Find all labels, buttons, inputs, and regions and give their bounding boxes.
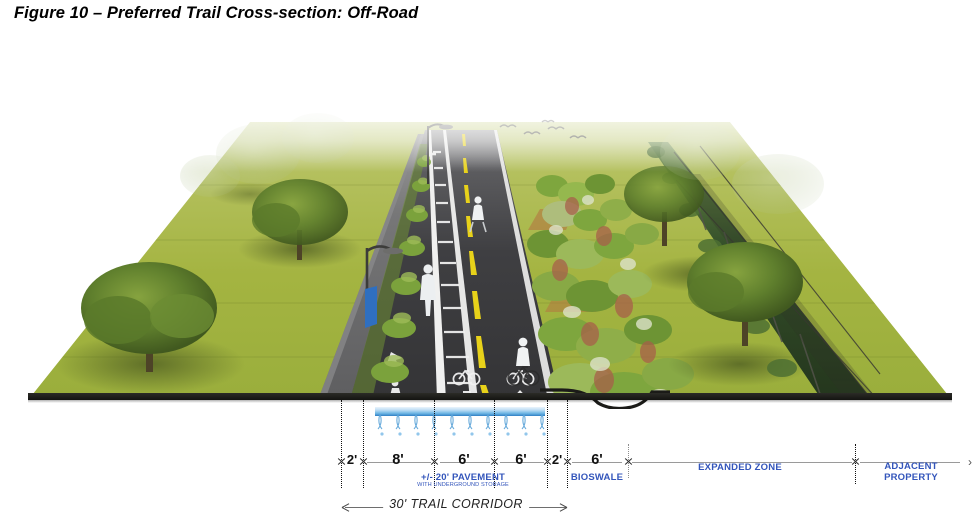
dimension-label-5: 2'	[551, 452, 563, 467]
measure-line	[440, 462, 490, 463]
trail-sign	[365, 286, 377, 328]
dimension-label-2: 8'	[392, 452, 404, 468]
measure-line	[632, 462, 852, 463]
measure-line	[572, 462, 622, 463]
dimension-label-4: 6'	[515, 452, 527, 468]
measure-line	[367, 462, 431, 463]
underground-storage-bar	[375, 406, 545, 416]
bioswale-label: BIOSWALE	[570, 472, 624, 483]
pavement-note-label: WITH UNDERGROUND STORAGE	[417, 482, 509, 488]
corridor-arrow-right	[558, 502, 568, 512]
cyclist-figure	[469, 196, 487, 233]
dimension-annotations: 2' 8' 6' 6' 2' 6' +/- 20' PAVEMENT WITH …	[0, 400, 980, 524]
leader-line	[494, 400, 495, 488]
shade-tree	[81, 262, 217, 372]
adjacent-property-label-line2: PROPERTY	[884, 472, 938, 483]
ground-plane-illustration	[0, 34, 980, 402]
dimension-row: 2' 8' 6' 6' 2' 6'	[0, 452, 980, 474]
chevron-right-icon: ›	[968, 455, 972, 469]
leader-line	[341, 400, 342, 488]
ground-base-slab	[28, 393, 952, 403]
swale-section-profile	[540, 388, 670, 409]
corridor-label: 30' TRAIL CORRIDOR	[383, 497, 529, 511]
dimension-label-6: 6'	[591, 452, 603, 468]
measure-line	[860, 462, 960, 463]
measure-line	[500, 462, 544, 463]
expanded-zone-label: EXPANDED ZONE	[698, 462, 782, 473]
adjacent-property-label-line1: ADJACENT	[884, 461, 938, 472]
corridor-dimension: 30' TRAIL CORRIDOR	[0, 496, 980, 518]
leader-line	[567, 400, 568, 488]
dimension-label-1: 2'	[346, 452, 358, 467]
corridor-arrow-left	[341, 502, 351, 512]
leader-line	[547, 400, 548, 488]
figure-title: Figure 10 – Preferred Trail Cross-sectio…	[14, 4, 419, 22]
leader-line	[363, 400, 364, 488]
pavement-label: +/- 20' PAVEMENT	[420, 472, 506, 483]
pedestrian-figure	[420, 264, 436, 316]
leader-line	[434, 400, 435, 488]
dimension-label-3: 6'	[458, 452, 470, 468]
perspective-rendering	[0, 34, 980, 409]
infiltration-arrows	[377, 414, 546, 436]
